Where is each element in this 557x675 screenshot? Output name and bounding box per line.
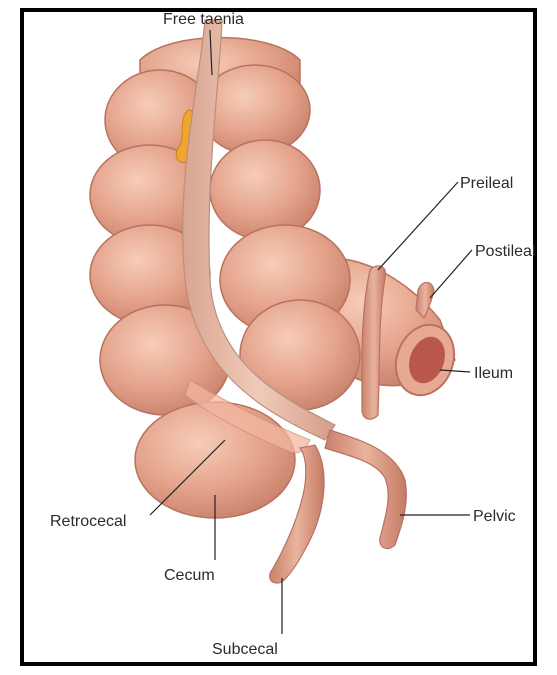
label-ileum: Ileum [474, 365, 513, 382]
label-postileal: Postileal [475, 243, 535, 260]
pelvic-appendix [325, 430, 406, 549]
label-free-taenia: Free taenia [163, 11, 244, 28]
label-pelvic: Pelvic [473, 508, 516, 525]
label-subcecal: Subcecal [212, 641, 278, 658]
haustra [90, 65, 360, 518]
label-cecum: Cecum [164, 567, 215, 584]
label-retrocecal: Retrocecal [50, 513, 126, 530]
label-preileal: Preileal [460, 175, 513, 192]
